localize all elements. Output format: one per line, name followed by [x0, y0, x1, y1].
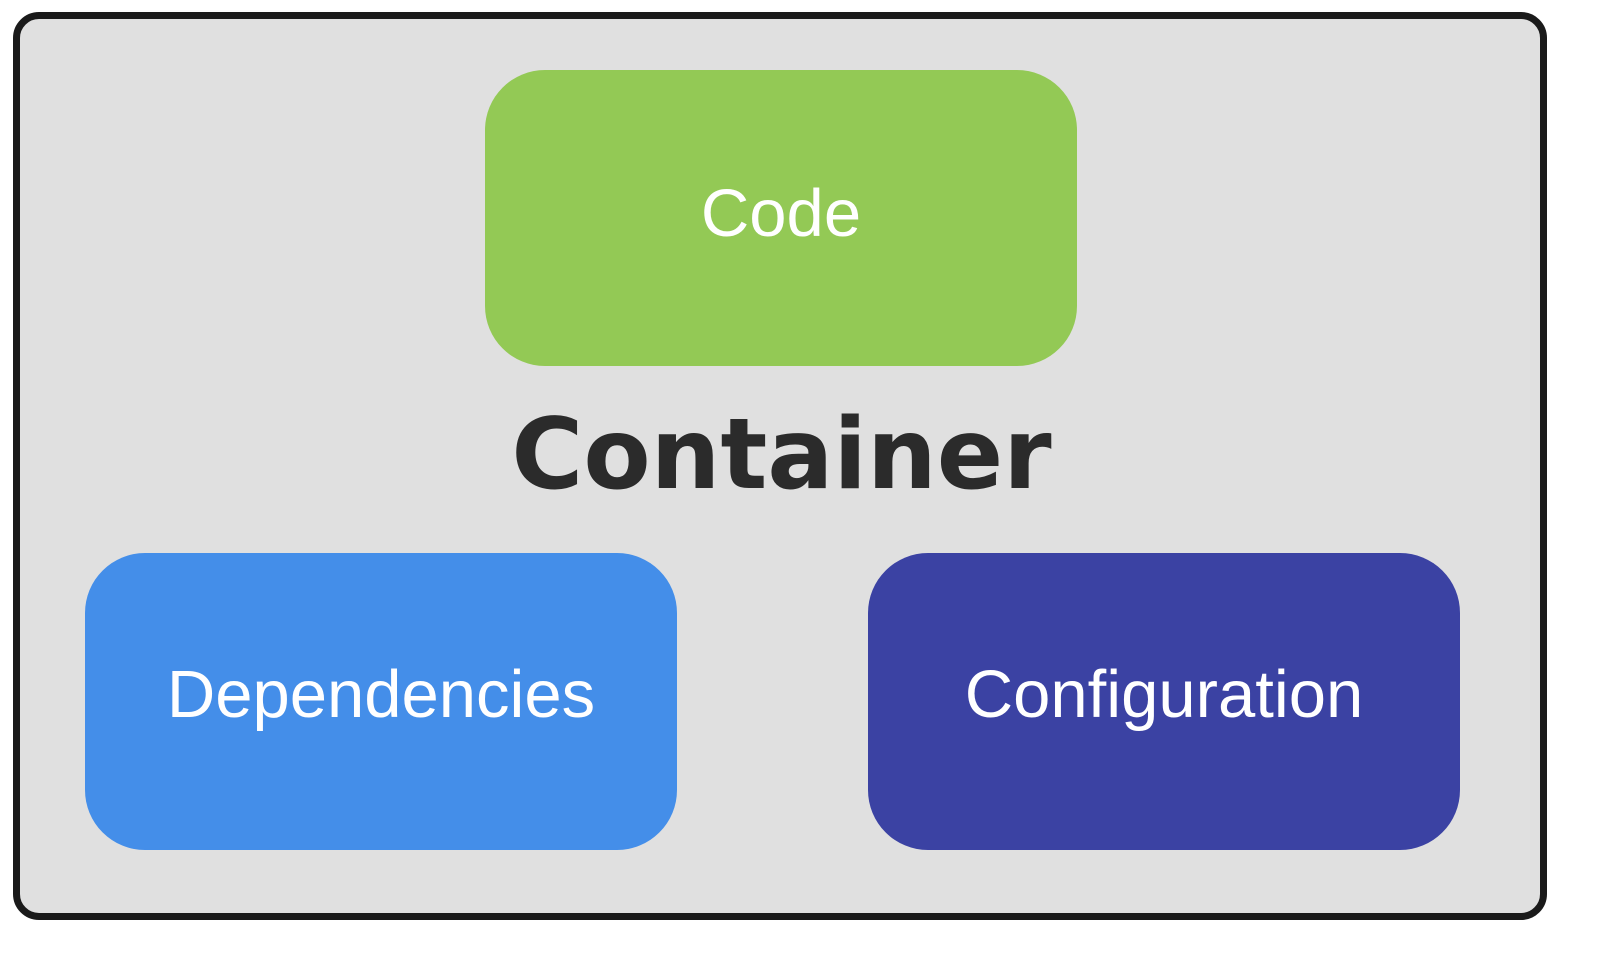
code-box: Code	[485, 70, 1077, 366]
dependencies-label: Dependencies	[166, 657, 596, 732]
configuration-box: Configuration	[868, 553, 1460, 850]
configuration-label: Configuration	[964, 657, 1364, 732]
code-label: Code	[700, 175, 862, 251]
dependencies-box: Dependencies	[85, 553, 677, 850]
container-title: Container	[511, 398, 1052, 512]
